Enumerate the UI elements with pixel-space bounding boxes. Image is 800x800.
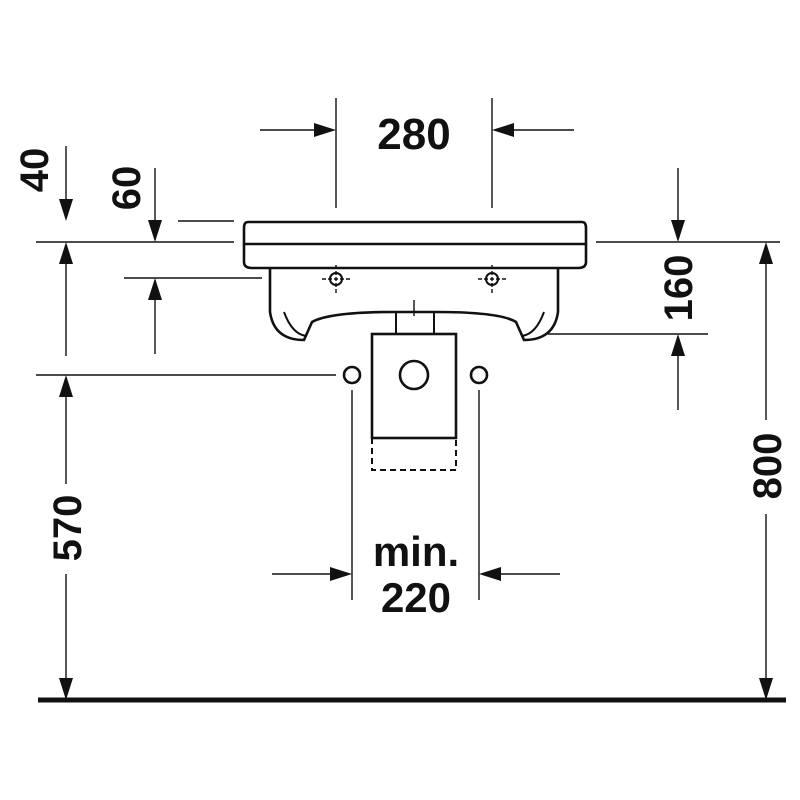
dimension-40-label: 40 bbox=[13, 148, 57, 193]
siphon-neck bbox=[395, 312, 435, 334]
basin-rim bbox=[242, 220, 588, 246]
siphon-cover bbox=[370, 332, 458, 471]
dimension-60: 60 bbox=[105, 166, 162, 354]
dimension-160-label: 160 bbox=[657, 255, 701, 322]
dimension-570-label: 570 bbox=[46, 495, 90, 562]
basin-bowl-inner bbox=[283, 311, 545, 337]
dimension-220-min-label: min. bbox=[373, 528, 459, 575]
basin-front bbox=[242, 244, 588, 270]
fixing-hole-left bbox=[342, 365, 362, 385]
dimension-220-label: 220 bbox=[381, 574, 451, 621]
washbasin bbox=[242, 220, 588, 342]
dimension-800: 800 bbox=[746, 242, 790, 700]
dimension-40: 40 bbox=[13, 146, 73, 356]
dimension-280: 280 bbox=[260, 110, 574, 159]
dimension-800-label: 800 bbox=[746, 433, 790, 500]
drain-outlet bbox=[398, 359, 430, 391]
fixing-hole-right bbox=[469, 365, 489, 385]
tap-hole-right bbox=[478, 265, 506, 293]
dimension-570: 570 bbox=[46, 375, 90, 700]
basin-bowl bbox=[268, 268, 560, 342]
tap-hole-left bbox=[322, 265, 350, 293]
dimension-280-label: 280 bbox=[377, 110, 450, 159]
dimension-160: 160 bbox=[657, 168, 701, 410]
extension-lines bbox=[36, 98, 780, 600]
dimension-60-label: 60 bbox=[105, 166, 149, 211]
dimension-220: min. 220 bbox=[272, 528, 560, 621]
